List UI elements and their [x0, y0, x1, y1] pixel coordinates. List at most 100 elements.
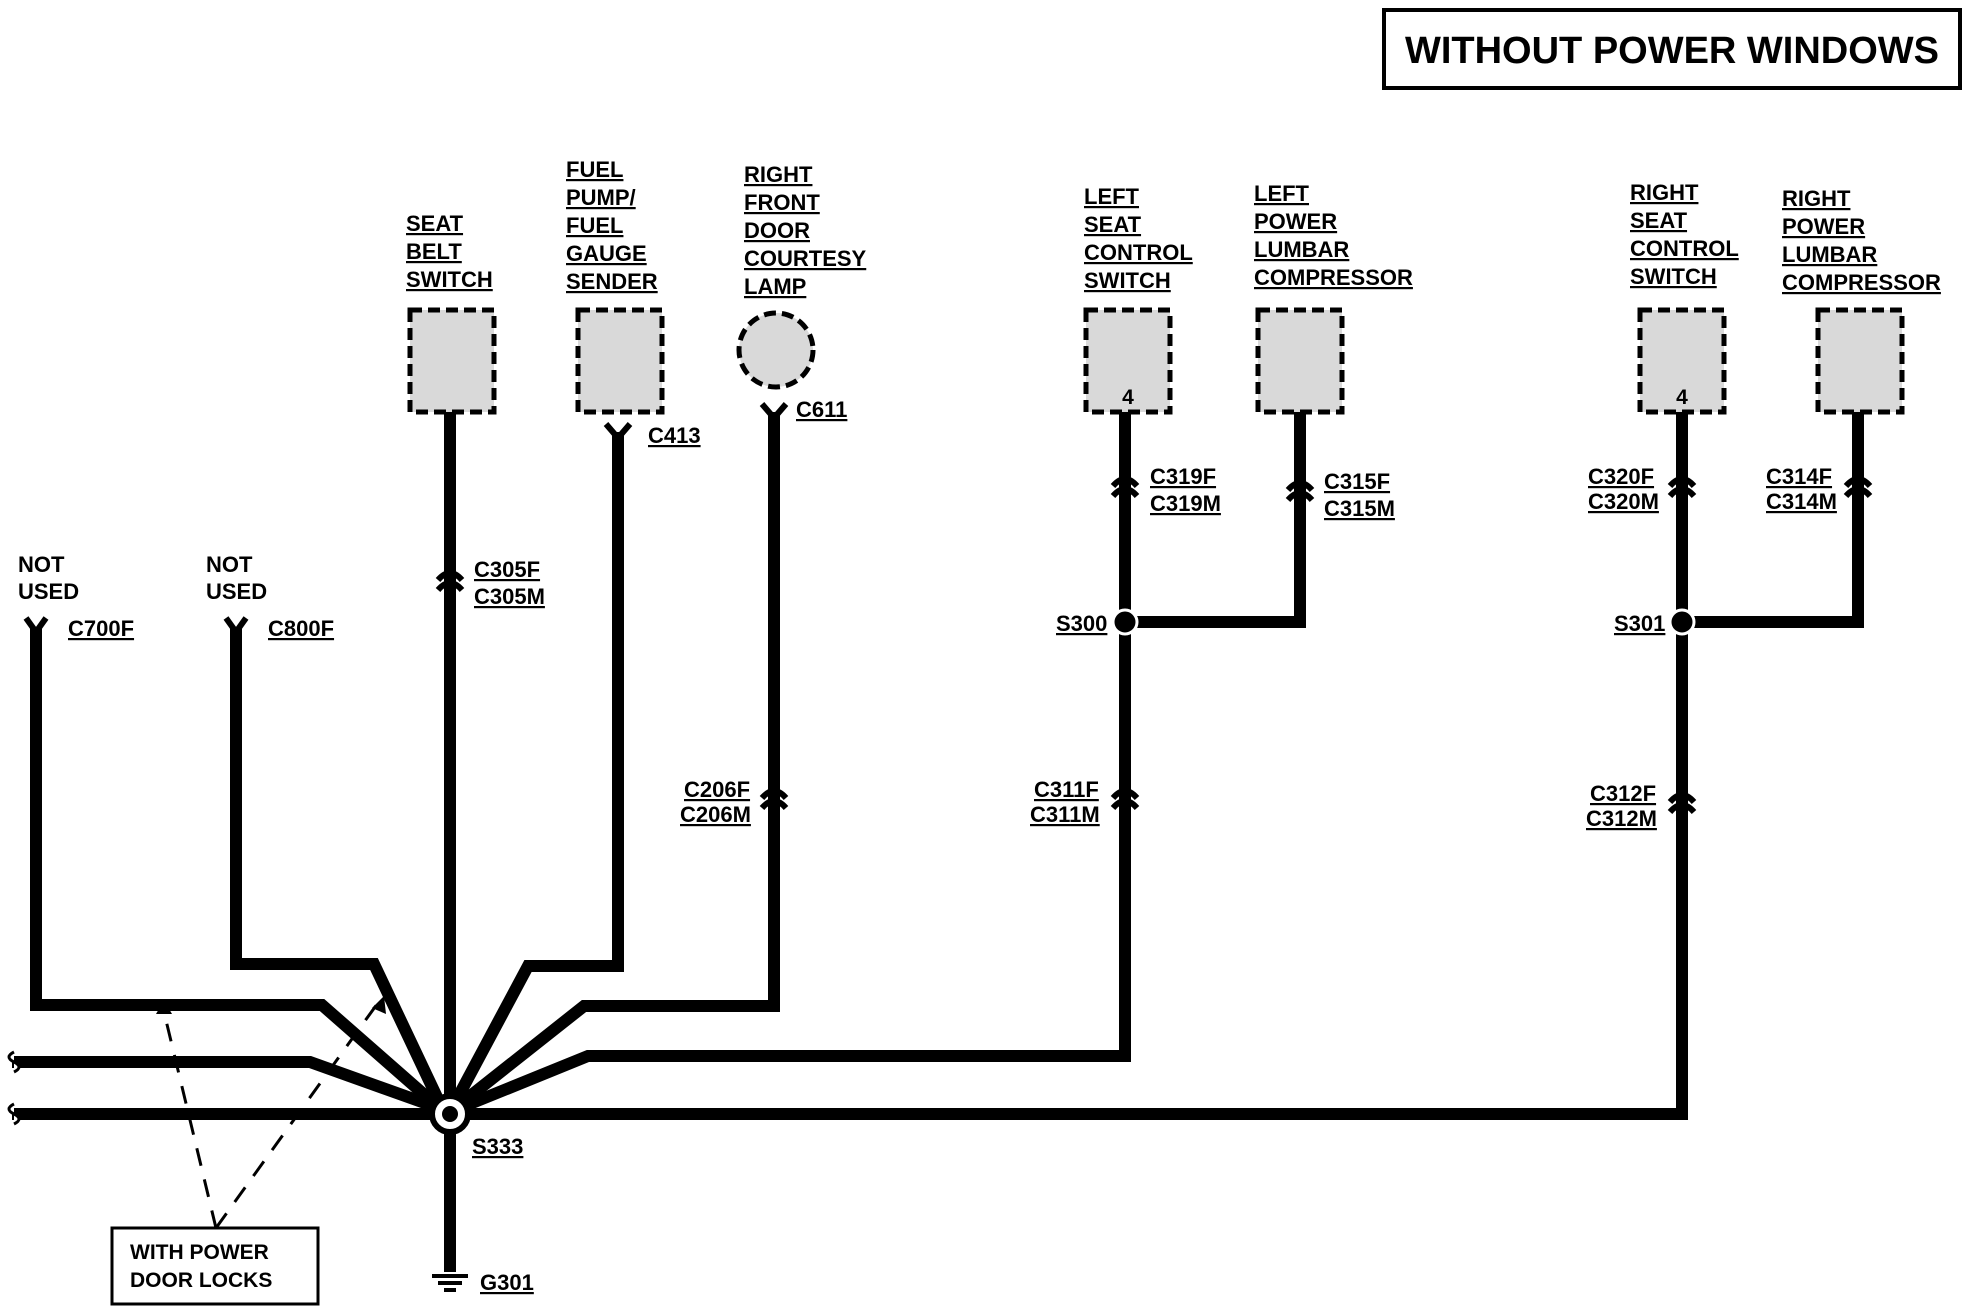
right-lumbar-label-3: LUMBAR [1782, 242, 1877, 267]
splice-s301-dot [1668, 608, 1696, 636]
right-seat-pin-label: 4 [1676, 386, 1688, 409]
fuel-label-4: GAUGE [566, 241, 647, 266]
connector-c312-symbol [1667, 792, 1697, 815]
connector-c319f: C319F [1150, 464, 1216, 489]
left-seat-control-switch [1083, 307, 1173, 415]
left-power-lumbar-compressor [1255, 307, 1345, 415]
fuel-label-2: PUMP/ [566, 185, 636, 210]
wire-exit-upper [12, 1056, 453, 1118]
wire-right-seat [450, 412, 1688, 1120]
connector-c320f: C320F [1588, 464, 1654, 489]
wire-left-lumbar [1125, 412, 1306, 628]
left-seat-pin-label: 4 [1122, 386, 1134, 409]
connector-c311f: C311F [1034, 777, 1099, 802]
right-lumbar-label-4: COMPRESSOR [1782, 270, 1941, 295]
connector-c305f: C305F [474, 557, 540, 582]
left-seat-label-2: SEAT [1084, 212, 1142, 237]
connector-c320-symbol [1667, 476, 1697, 499]
connector-c700f-symbol [23, 616, 49, 638]
not-used-1-line-2: USED [18, 579, 79, 604]
seat-belt-label-1: SEAT [406, 211, 464, 236]
connector-labels: C700F C800F C305F C305M C413 C611 C206F … [68, 397, 1837, 831]
courtesy-lamp [736, 310, 816, 390]
components: 4 4 [407, 307, 1905, 415]
connector-c312m: C312M [1586, 806, 1657, 831]
not-used-1-line-1: NOT [18, 552, 65, 577]
wires [12, 412, 1864, 1272]
fuel-label-1: FUEL [566, 157, 623, 182]
left-seat-label-1: LEFT [1084, 184, 1140, 209]
splice-s333: S333 [472, 1134, 523, 1159]
right-seat-label-2: SEAT [1630, 208, 1688, 233]
lamp-label-4: COURTESY [744, 246, 867, 271]
connector-c315-symbol [1285, 480, 1315, 503]
not-used-labels: NOT USED NOT USED [18, 552, 267, 604]
connector-c413-symbol [603, 422, 633, 443]
lamp-label-5: LAMP [744, 274, 806, 299]
ground-g301: G301 [480, 1270, 534, 1295]
right-seat-label-3: CONTROL [1630, 236, 1739, 261]
wire-c700f [30, 628, 448, 1117]
wire-break-symbols [7, 1050, 21, 1126]
title-box: WITHOUT POWER WINDOWS [1382, 8, 1962, 90]
not-used-2-line-2: USED [206, 579, 267, 604]
connector-c305-symbol [435, 570, 465, 593]
note-line-1: WITH POWER [130, 1241, 269, 1264]
connector-c413: C413 [648, 423, 701, 448]
connector-c312f: C312F [1590, 781, 1656, 806]
lamp-label-3: DOOR [744, 218, 810, 243]
connector-c319m: C319M [1150, 491, 1221, 516]
connector-c800f-symbol [223, 616, 249, 638]
diagram-title: WITHOUT POWER WINDOWS [1405, 30, 1939, 72]
connector-c320m: C320M [1588, 489, 1659, 514]
connector-c800f: C800F [268, 616, 334, 641]
right-lumbar-label-1: RIGHT [1782, 186, 1851, 211]
right-seat-label-4: SWITCH [1630, 264, 1717, 289]
not-used-2-line-1: NOT [206, 552, 253, 577]
connector-c206-symbol [759, 788, 789, 811]
lamp-label-1: RIGHT [744, 162, 813, 187]
connector-c315m: C315M [1324, 496, 1395, 521]
fuel-label-3: FUEL [566, 213, 623, 238]
wire-right-lumbar [1682, 412, 1864, 628]
connector-c314m: C314M [1766, 489, 1837, 514]
connector-c700f: C700F [68, 616, 134, 641]
splice-s300-dot [1111, 608, 1139, 636]
connector-c314-symbol [1843, 476, 1873, 499]
splice-s300: S300 [1056, 611, 1107, 636]
fuel-label-5: SENDER [566, 269, 658, 294]
left-seat-label-3: CONTROL [1084, 240, 1193, 265]
connector-c311m: C311M [1030, 802, 1100, 827]
wire-left-seat [447, 412, 1131, 1118]
left-lumbar-label-4: COMPRESSOR [1254, 265, 1413, 290]
component-labels: SEAT BELT SWITCH FUEL PUMP/ FUEL GAUGE S… [406, 157, 1941, 299]
connector-c319-symbol [1110, 476, 1140, 499]
connector-c315f: C315F [1324, 469, 1390, 494]
right-seat-label-1: RIGHT [1630, 180, 1699, 205]
left-lumbar-label-1: LEFT [1254, 181, 1310, 206]
note-line-2: DOOR LOCKS [130, 1269, 272, 1292]
power-lock-annotation-lines [156, 996, 386, 1229]
connector-c311-symbol [1110, 788, 1140, 811]
lamp-label-2: FRONT [744, 190, 820, 215]
connector-c206m: C206M [680, 802, 751, 827]
power-door-locks-note: WITH POWER DOOR LOCKS [110, 1226, 320, 1306]
connector-symbols [23, 402, 1873, 815]
splices [429, 608, 1696, 1135]
wire-fuel-pump [444, 432, 624, 1115]
connector-c611-symbol [759, 402, 789, 423]
seat-belt-label-2: BELT [406, 239, 462, 264]
wire-courtesy-lamp [446, 412, 780, 1117]
seat-belt-switch [407, 307, 497, 415]
ground-icon [432, 1274, 468, 1292]
left-lumbar-label-3: LUMBAR [1254, 237, 1349, 262]
right-lumbar-label-2: POWER [1782, 214, 1865, 239]
connector-c305m: C305M [474, 584, 545, 609]
connector-c611: C611 [796, 397, 847, 422]
left-seat-label-4: SWITCH [1084, 268, 1171, 293]
wire-c800f [230, 628, 450, 1115]
splice-labels: S300 S301 S333 G301 [472, 611, 1665, 1295]
connector-c206f: C206F [684, 777, 750, 802]
right-power-lumbar-compressor [1815, 307, 1905, 415]
